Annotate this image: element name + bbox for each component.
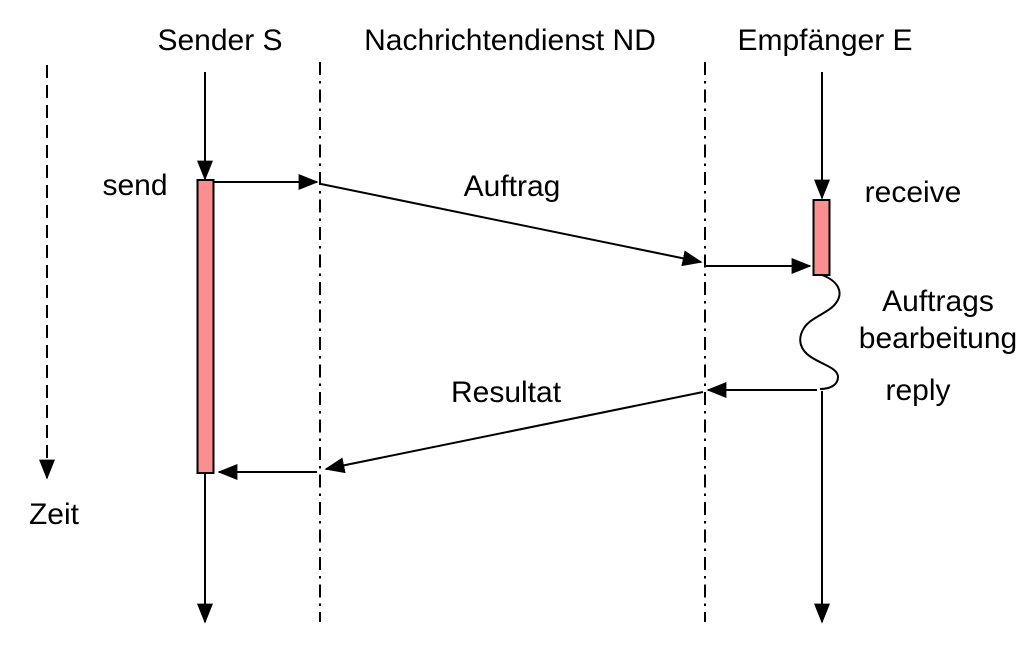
participant-title-sender: Sender S — [157, 24, 282, 57]
receive-event-label: receive — [865, 176, 962, 209]
time-axis-label: Zeit — [29, 498, 80, 531]
send-event-label: send — [102, 169, 167, 202]
reply-event-label: reply — [885, 374, 950, 407]
processing-squiggle-line — [799, 274, 841, 390]
empfaenger-activation-bar — [812, 199, 831, 276]
participant-title-nachrichtendienst: Nachrichtendienst ND — [364, 24, 656, 57]
processing-label-line2: bearbeitung — [859, 322, 1017, 355]
participant-title-empfaenger: Empfänger E — [737, 24, 912, 57]
auftrag-arrow-through-nd — [320, 183, 703, 267]
resultat-message-label: Resultat — [451, 376, 562, 409]
sender-activation-bar — [196, 179, 215, 474]
resultat-arrow-through-nd — [324, 391, 704, 474]
processing-label-line1: Auftrags — [882, 285, 994, 318]
auftrag-message-label: Auftrag — [464, 170, 561, 203]
